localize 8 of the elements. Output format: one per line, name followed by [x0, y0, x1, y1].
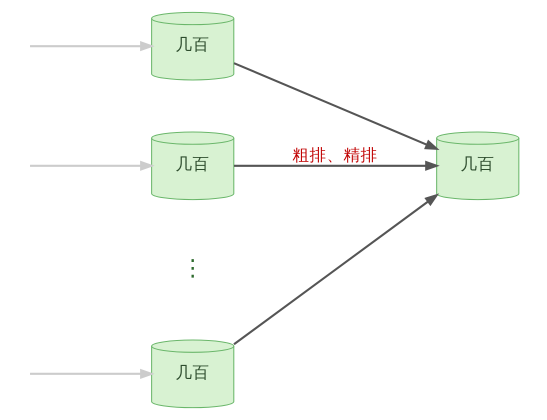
- arrow: [234, 160, 440, 171]
- arrow: [30, 160, 154, 171]
- label: ⋮: [180, 256, 204, 282]
- arrow: [30, 41, 154, 52]
- arrow: [30, 368, 154, 379]
- arrow: [233, 62, 439, 150]
- arrow: [232, 193, 439, 346]
- edge-label: 粗排、精排: [292, 145, 378, 164]
